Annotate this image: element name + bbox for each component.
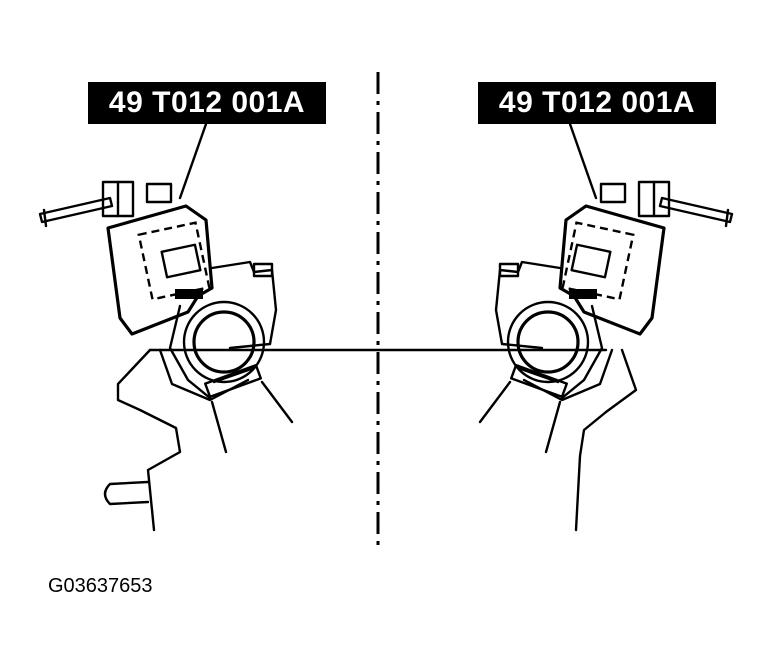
leader-line-left <box>178 122 208 200</box>
left-assembly <box>38 122 294 532</box>
bolt-head-left <box>145 182 173 204</box>
clamp-pad-left <box>175 289 203 299</box>
inner-outline-right <box>561 221 635 301</box>
head-bolt-left <box>252 262 274 278</box>
camshaft-inner-right <box>516 310 580 374</box>
leader-line-right <box>568 122 598 200</box>
handle-rod-left <box>38 196 114 224</box>
tool-number-label-left: 49 T012 001A <box>88 82 326 124</box>
handle-rod-right <box>658 196 734 224</box>
clamp-pad-right <box>569 289 597 299</box>
head-bolt-right <box>498 262 520 278</box>
inner-block-right <box>570 243 612 279</box>
shim-left <box>204 363 262 399</box>
follower-arm-left <box>168 304 212 400</box>
figure-id: G03637653 <box>48 575 153 597</box>
tool-number-label-right: 49 T012 001A <box>478 82 716 124</box>
camshaft-outer-right <box>506 300 590 384</box>
plug-left <box>103 480 150 506</box>
housing-right <box>574 348 638 532</box>
camshaft-outer-left <box>182 300 266 384</box>
bolt-head-right <box>599 182 627 204</box>
inner-outline-left <box>137 221 211 301</box>
follower-arm-right <box>560 304 604 400</box>
right-assembly <box>478 122 734 532</box>
housing-left <box>116 348 182 532</box>
shim-right <box>510 363 568 399</box>
camshaft-inner-left <box>192 310 256 374</box>
inner-block-left <box>160 243 202 279</box>
